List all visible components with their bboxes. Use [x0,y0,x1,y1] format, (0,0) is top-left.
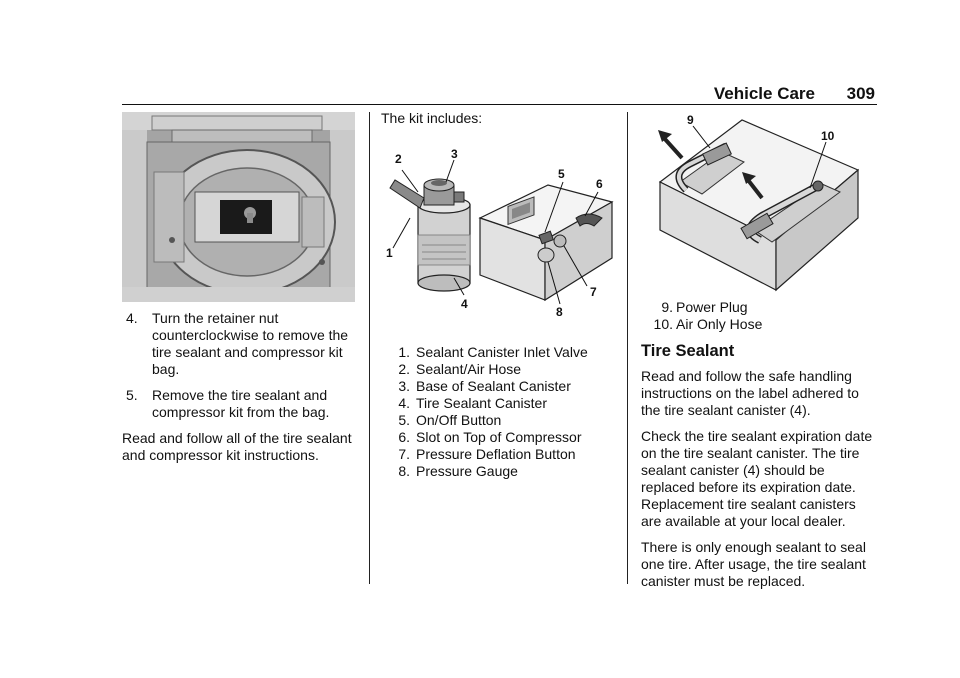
left-column-text: 4. Turn the retainer nut counterclockwis… [122,310,362,473]
list-item: 6. Slot on Top of Compressor [390,429,620,446]
item-number: 7. [398,446,410,462]
compressor-diagram: 9 10 [650,112,865,300]
page-number: 309 [846,84,875,103]
item-number: 8. [398,463,410,479]
callout-3: 3 [451,147,458,161]
item-text: Pressure Deflation Button [416,446,576,462]
compressor-parts-list: 9.Power Plug 10.Air Only Hose [653,299,877,333]
item-number: 3. [398,378,410,394]
spare-well-illustration [122,112,355,302]
item-text: Sealant/Air Hose [416,361,522,377]
compressor-illustration: 9 10 [658,113,860,292]
kit-intro: The kit includes: [381,110,483,126]
column-divider-left [369,112,370,584]
item-number: 5. [398,412,410,428]
section-title: Vehicle Care [713,84,815,103]
callout-10: 10 [821,129,835,143]
item-text: Pressure Gauge [416,463,518,479]
item-text: Power Plug [676,299,748,315]
list-item: 2. Sealant/Air Hose [390,361,620,378]
middle-kit-list: 1. Sealant Canister Inlet Valve 2. Sealant… [390,344,620,480]
list-item: 4. Tire Sealant Canister [390,395,620,412]
step-number: 4. [126,310,138,326]
item-text: Air Only Hose [676,316,763,332]
item-number: 1. [398,344,410,360]
list-item: 4. Turn the retainer nut counterclockwis… [122,310,362,378]
tire-sealant-heading: Tire Sealant [641,342,735,360]
list-item: 10.Air Only Hose [653,316,877,333]
callout-5: 5 [558,167,565,181]
item-number: 2. [398,361,410,377]
list-item: 1. Sealant Canister Inlet Valve [390,344,620,361]
item-text: Base of Sealant Canister [416,378,571,394]
page-header: Vehicle Care 309 [122,84,877,105]
list-item: 5. On/Off Button [390,412,620,429]
trunk-photo [122,112,355,302]
sealant-paragraph: There is only enough sealant to seal one… [641,539,866,589]
instructions-paragraph: Read and follow all of the tire sealant … [122,430,352,463]
kit-diagram: 1 2 3 4 5 6 7 8 [380,140,620,325]
item-number: 9. [661,299,673,315]
item-number: 4. [398,395,410,411]
list-item: 3. Base of Sealant Canister [390,378,620,395]
item-number: 6. [398,429,410,445]
list-item: 7. Pressure Deflation Button [390,446,620,463]
step-text: Remove the tire sealant and compressor k… [152,387,330,420]
sealant-kit-illustration: 1 2 3 4 5 6 7 8 [386,147,614,319]
list-item: 5. Remove the tire sealant and compresso… [122,387,362,421]
callout-9: 9 [687,113,694,127]
sealant-paragraph: Read and follow the safe handling instru… [641,368,859,418]
removal-steps: 4. Turn the retainer nut counterclockwis… [122,310,362,421]
item-number: 10. [653,316,673,332]
item-text: Slot on Top of Compressor [416,429,582,445]
column-divider-right [627,112,628,584]
sealant-paragraph: Check the tire sealant expiration date o… [641,428,873,529]
item-text: Tire Sealant Canister [416,395,547,411]
item-text: On/Off Button [416,412,502,428]
step-text: Turn the retainer nut counterclockwise t… [152,310,349,377]
right-column-text: 9.Power Plug 10.Air Only Hose Tire Seala… [641,299,877,599]
callout-2: 2 [395,152,402,166]
callout-6: 6 [596,177,603,191]
middle-intro: The kit includes: [381,110,611,136]
list-item: 8. Pressure Gauge [390,463,620,480]
callout-7: 7 [590,285,597,299]
step-number: 5. [126,387,138,403]
list-item: 9.Power Plug [653,299,877,316]
callout-1: 1 [386,246,393,260]
callout-4: 4 [461,297,468,311]
kit-components-list: 1. Sealant Canister Inlet Valve 2. Sealant… [390,344,620,480]
item-text: Sealant Canister Inlet Valve [416,344,588,360]
callout-8: 8 [556,305,563,319]
